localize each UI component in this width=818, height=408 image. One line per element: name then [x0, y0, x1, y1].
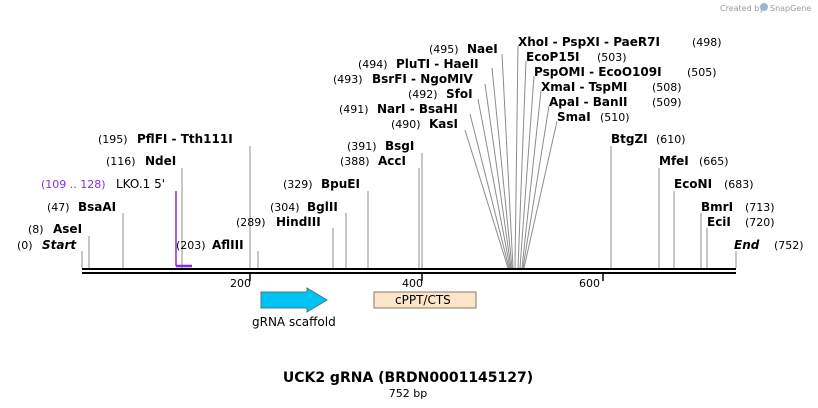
site-name: XhoI - PspXI - PaeR7I [518, 35, 660, 49]
tick-label: 200 [230, 277, 251, 290]
primer-lko1: (109 .. 128) LKO.1 5' [41, 177, 192, 268]
site-name: PspOMI - EcoO109I [534, 65, 662, 79]
map-title: UCK2 gRNA (BRDN0001145127) [283, 370, 533, 386]
site-pos: (391) [347, 140, 377, 153]
site-pos: (203) [176, 239, 206, 252]
site-name: EcoP15I [526, 50, 580, 64]
feature-label: cPPT/CTS [395, 293, 451, 307]
site-name: PluTI - HaeII [396, 57, 479, 71]
site-name: HindIII [276, 215, 321, 229]
site-pos: (510) [600, 111, 630, 124]
site-name: BsaAI [78, 200, 116, 214]
site-pos: (195) [98, 133, 128, 146]
map-length: 752 bp [389, 387, 427, 400]
site-name-end: End [734, 238, 760, 252]
site-pos: (289) [236, 216, 266, 229]
site-leaders [81, 45, 737, 269]
site-pos: (495) [429, 43, 459, 56]
site-pos: (683) [724, 178, 754, 191]
primer-range: (109 .. 128) [41, 178, 106, 191]
site-pos: (0) [17, 239, 33, 252]
site-pos: (610) [656, 133, 686, 146]
site-pos: (492) [408, 88, 438, 101]
ruler: 200 400 600 [230, 274, 604, 290]
site-pos: (329) [283, 178, 313, 191]
site-name: AflIII [212, 238, 244, 252]
site-pos: (494) [358, 58, 388, 71]
site-pos: (304) [270, 201, 300, 214]
site-name: SfoI [446, 87, 473, 101]
site-name: BsgI [385, 139, 414, 153]
site-name: SmaI [557, 110, 591, 124]
primer-name: LKO.1 5' [116, 177, 165, 191]
site-pos: (720) [745, 216, 775, 229]
site-pos: (665) [699, 155, 729, 168]
site-pos: (498) [692, 36, 722, 49]
tick-label: 400 [402, 277, 423, 290]
snapgene-logo-icon [760, 3, 768, 11]
site-pos: (505) [687, 66, 717, 79]
site-pos: (388) [340, 155, 370, 168]
feature-arrow [260, 287, 328, 313]
site-name: BpuEI [321, 177, 360, 191]
site-pos: (509) [652, 96, 682, 109]
site-pos: (490) [391, 118, 421, 131]
site-pos: (8) [28, 223, 44, 236]
feature-box [373, 291, 477, 309]
site-name: BtgZI [611, 132, 648, 146]
site-name: XmaI - TspMI [541, 80, 627, 94]
site-pos: (503) [597, 51, 627, 64]
site-name: NaeI [467, 42, 498, 56]
credit-prefix: Created by [720, 4, 764, 13]
feature-label: gRNA scaffold [252, 315, 336, 329]
site-pos: (491) [339, 103, 369, 116]
credit-brand: SnapGene [770, 4, 811, 13]
feature-cppt-cts: cPPT/CTS [373, 291, 477, 309]
site-pos: (752) [774, 239, 804, 252]
site-name: EciI [707, 215, 731, 229]
site-name: AseI [53, 222, 82, 236]
site-pos: (116) [106, 155, 136, 168]
site-name: KasI [429, 117, 458, 131]
site-name: ApaI - BanII [549, 95, 628, 109]
site-name: NarI - BsaHI [377, 102, 458, 116]
site-name: BsrFI - NgoMIV [372, 72, 473, 86]
site-name-start: Start [42, 238, 77, 252]
site-pos: (47) [47, 201, 70, 214]
site-name: PflFI - Tth111I [137, 132, 233, 146]
site-labels: (0) Start (8) AseI (47) BsaAI (116) NdeI… [17, 35, 804, 252]
site-name: BglII [307, 200, 338, 214]
site-name: AccI [378, 154, 406, 168]
tick-label: 600 [579, 277, 600, 290]
site-name: EcoNI [674, 177, 712, 191]
feature-grna-scaffold: gRNA scaffold [252, 287, 336, 329]
site-name: MfeI [659, 154, 689, 168]
site-name: NdeI [145, 154, 176, 168]
site-pos: (508) [652, 81, 682, 94]
site-name: BmrI [701, 200, 733, 214]
site-pos: (713) [745, 201, 775, 214]
site-pos: (493) [333, 73, 363, 86]
